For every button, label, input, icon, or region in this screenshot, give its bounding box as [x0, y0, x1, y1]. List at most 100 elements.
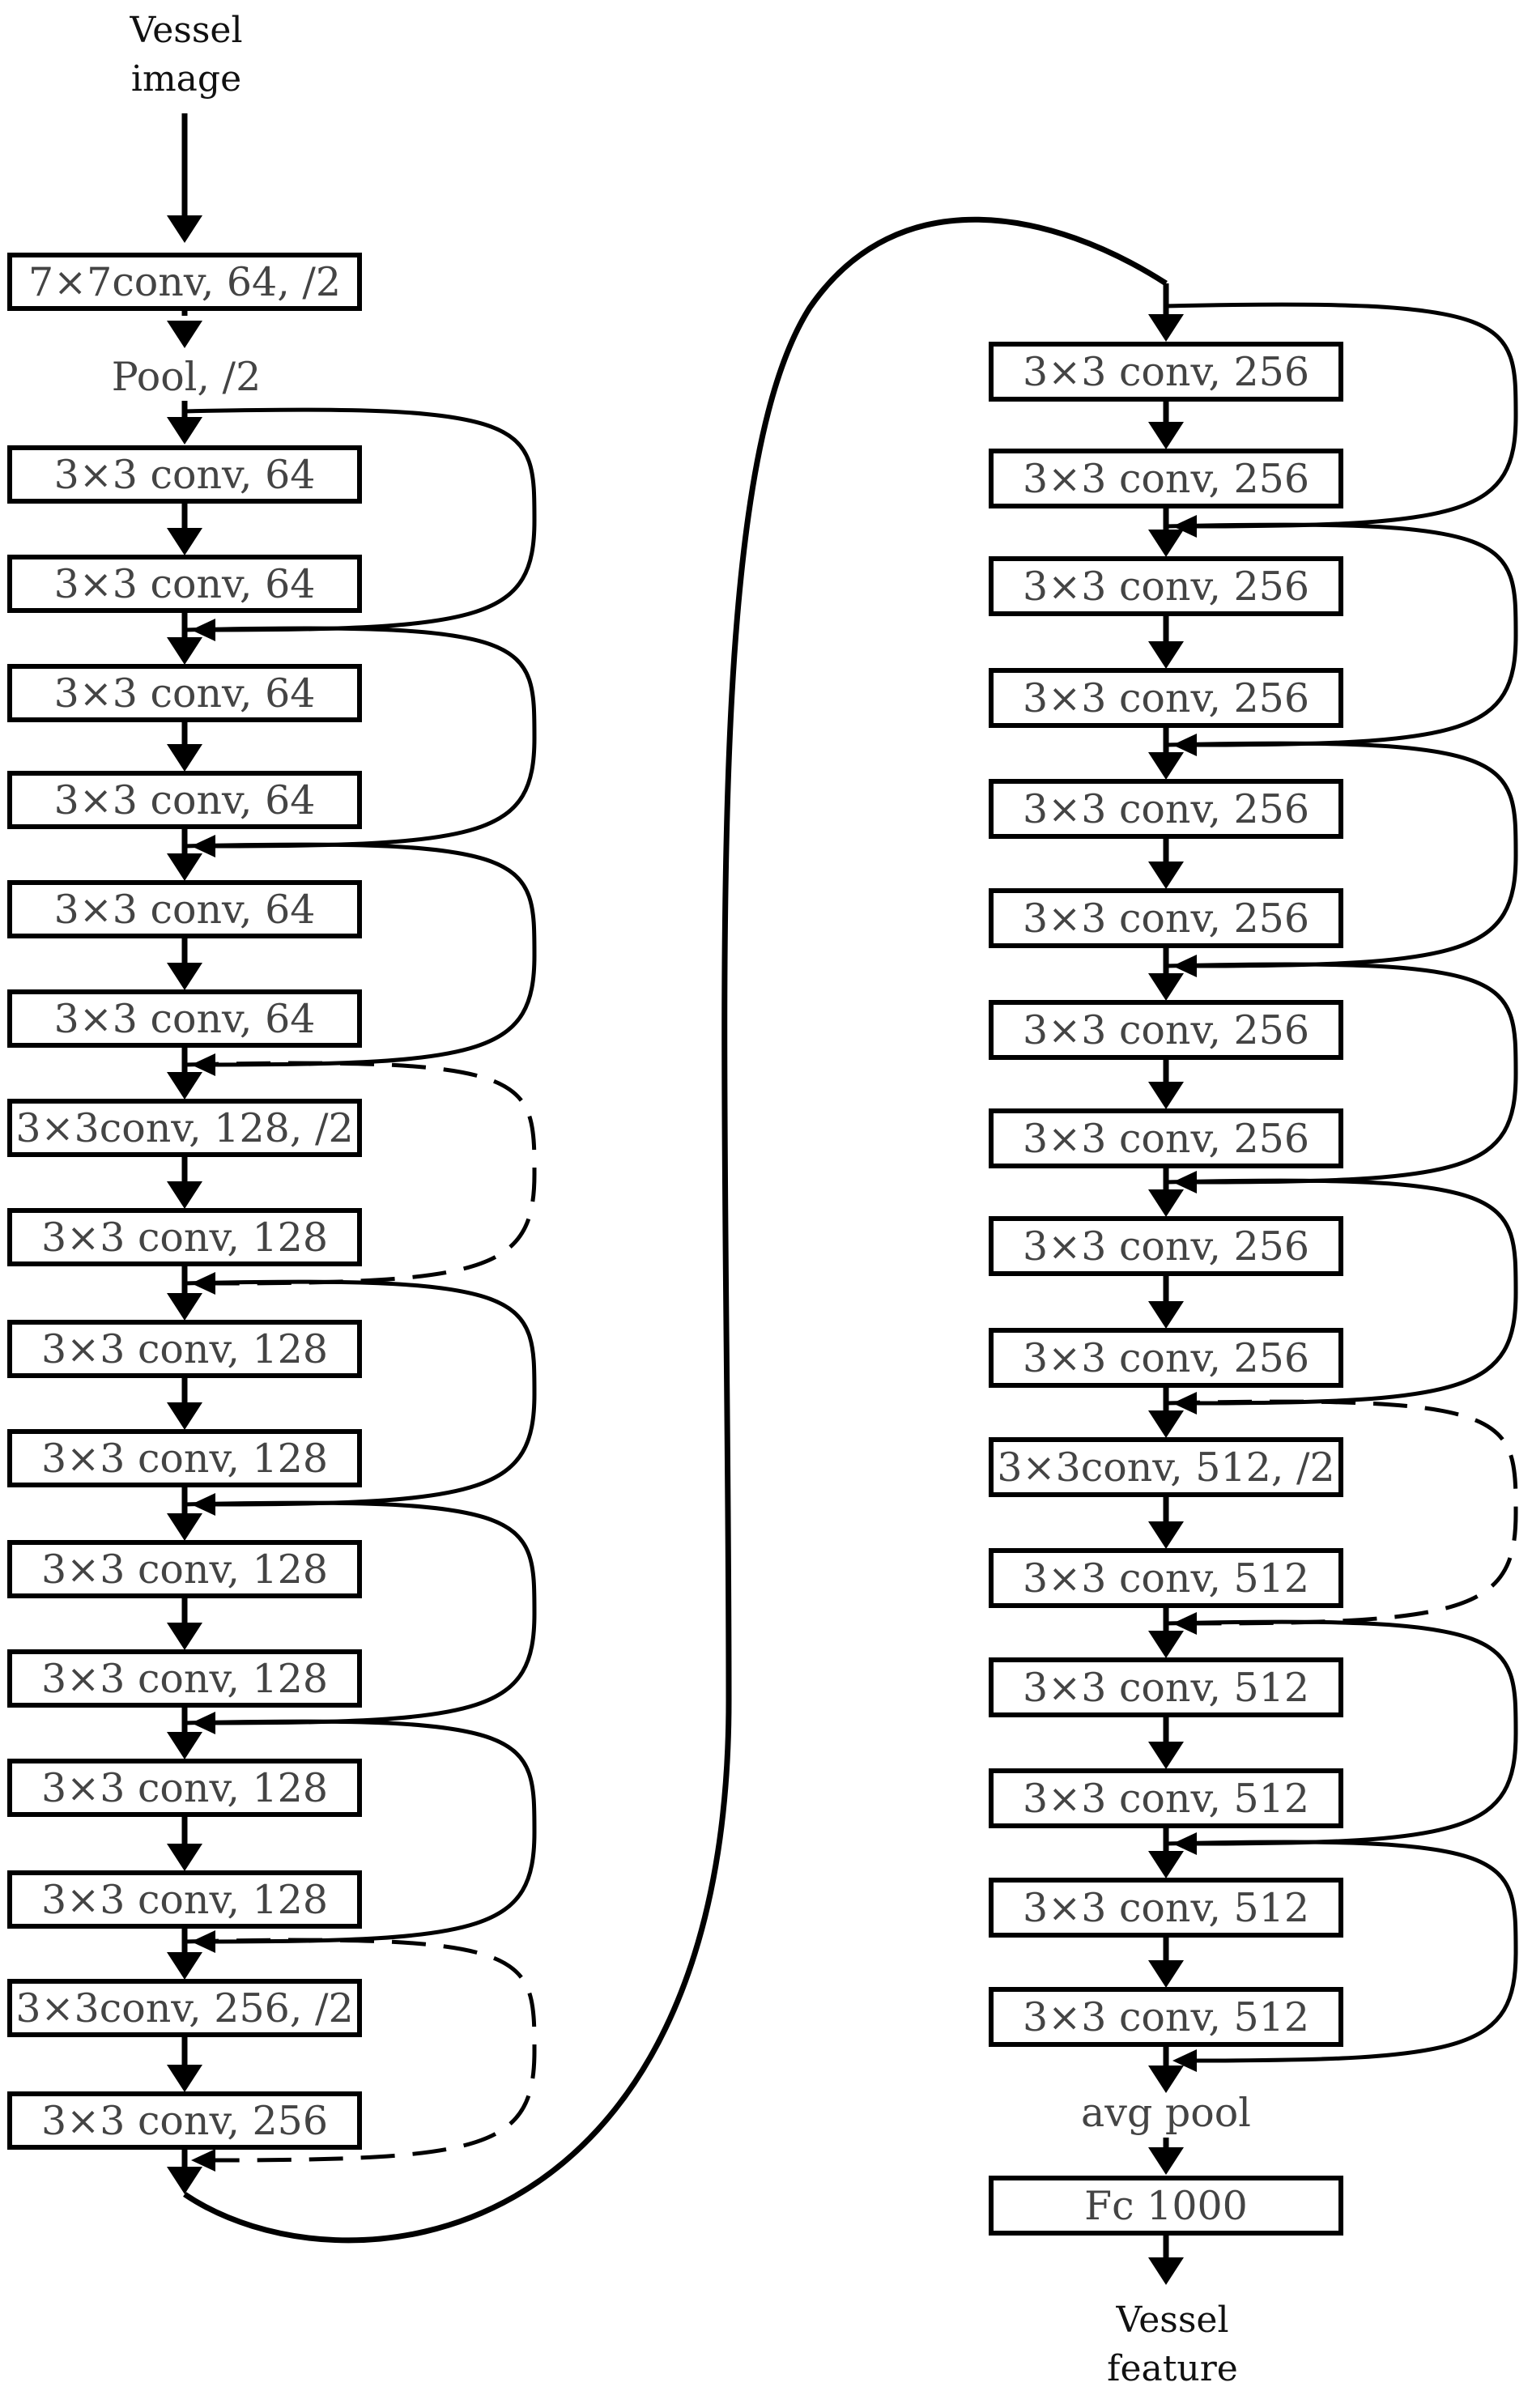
- left-block-2-frame: [7, 445, 362, 504]
- flow-arrowhead-right-6: [1148, 973, 1184, 1001]
- left-block-5: 3×3 conv, 64: [7, 771, 362, 829]
- avg-pool-label: avg pool: [1081, 2090, 1251, 2136]
- left-skip-connection-2: [184, 626, 537, 849]
- right-block-9-frame: [989, 1216, 1343, 1276]
- left-block-15-label: 3×3 conv, 128: [41, 1877, 328, 1923]
- left-block-6-frame: [7, 880, 362, 938]
- output-label-line-2: feature: [1107, 2348, 1238, 2389]
- output-label-line-1: Vessel: [1115, 2300, 1228, 2341]
- left-block-6-label: 3×3 conv, 64: [54, 887, 316, 933]
- right-block-4-frame: [989, 668, 1343, 728]
- right-block-16: 3×3 conv, 512: [989, 1987, 1343, 2047]
- left-block-8: 3×3conv, 128, /2: [7, 1099, 362, 1157]
- right-block-10: 3×3 conv, 256: [989, 1328, 1343, 1388]
- right-block-15-frame: [989, 1878, 1343, 1938]
- right-block-5: 3×3 conv, 256: [989, 779, 1343, 839]
- right-block-12-frame: [989, 1548, 1343, 1608]
- diagram-labels: Vessel image Pool, /2 avg pool Vessel fe…: [112, 10, 1251, 2389]
- left-block-2: 3×3 conv, 64: [7, 445, 362, 504]
- fc-arrowhead-in: [1148, 2147, 1184, 2175]
- right-block-7-frame: [989, 1000, 1343, 1060]
- left-skip-connection-6: [184, 1500, 537, 1725]
- left-block-11-label: 3×3 conv, 128: [41, 1436, 328, 1482]
- flow-arrowhead-right-15: [1148, 1960, 1184, 1988]
- right-block-2-label: 3×3 conv, 256: [1023, 456, 1309, 502]
- flow-arrowhead-left-7: [167, 1072, 202, 1100]
- flow-arrowhead-left-12: [167, 1623, 202, 1650]
- left-block-10: 3×3 conv, 128: [7, 1320, 362, 1378]
- left-block-3-frame: [7, 555, 362, 613]
- left-block-5-frame: [7, 771, 362, 829]
- flow-arrowhead-left-14: [167, 1844, 202, 1871]
- input-label-line-2: image: [131, 58, 241, 100]
- left-block-14: 3×3 conv, 128: [7, 1759, 362, 1817]
- flow-arrowhead-right-3: [1148, 641, 1184, 669]
- pool-arrowhead: [167, 417, 202, 445]
- left-block-13-frame: [7, 1649, 362, 1708]
- right-skip-connection-7: [1165, 1619, 1518, 1846]
- flow-arrowhead-right-7: [1148, 1082, 1184, 1109]
- right-skip-connection-3: [1165, 741, 1518, 968]
- diagram-nodes: 7×7conv, 64, /23×3 conv, 643×3 conv, 643…: [7, 253, 1343, 2236]
- input-label-line-1: Vessel: [129, 10, 242, 51]
- left-block-13-label: 3×3 conv, 128: [41, 1656, 328, 1702]
- flow-arrowhead-left-16: [167, 2065, 202, 2092]
- flow-arrowhead-left-9: [167, 1293, 202, 1321]
- left-block-17-label: 3×3 conv, 256: [41, 2098, 328, 2144]
- right-block-4-label: 3×3 conv, 256: [1023, 675, 1309, 721]
- left-block-9-frame: [7, 1208, 362, 1266]
- right-block-1: 3×3 conv, 256: [989, 342, 1343, 402]
- left-block-4-frame: [7, 664, 362, 722]
- right-block-11-frame: [989, 1437, 1343, 1497]
- flow-arrowhead-left-11: [167, 1513, 202, 1541]
- flow-arrowhead-left-10: [167, 1402, 202, 1430]
- left-block-8-label: 3×3conv, 128, /2: [15, 1105, 353, 1151]
- right-skip-connection-5: [1165, 1178, 1518, 1406]
- right-block-14-frame: [989, 1768, 1343, 1828]
- flow-arrowhead-left-1: [167, 321, 202, 348]
- left-block-16: 3×3conv, 256, /2: [7, 1979, 362, 2037]
- right-block-3-frame: [989, 556, 1343, 616]
- flow-arrowhead-left-2: [167, 528, 202, 555]
- left-block-3: 3×3 conv, 64: [7, 555, 362, 613]
- left-skip-connection-8-arrowhead: [191, 2149, 215, 2172]
- left-block-13: 3×3 conv, 128: [7, 1649, 362, 1708]
- avg-pool-arrowhead-in: [1148, 2066, 1184, 2093]
- left-block-3-label: 3×3 conv, 64: [54, 561, 316, 607]
- flow-arrowhead-left-3: [167, 637, 202, 665]
- flow-arrowhead-left-final: [167, 2167, 202, 2194]
- left-skip-connection-1: [184, 407, 537, 632]
- flow-arrowhead-right-8: [1148, 1189, 1184, 1217]
- left-block-10-label: 3×3 conv, 128: [41, 1326, 328, 1372]
- left-block-8-frame: [7, 1099, 362, 1157]
- left-block-16-label: 3×3conv, 256, /2: [15, 1985, 353, 2031]
- right-block-9-label: 3×3 conv, 256: [1023, 1223, 1309, 1270]
- right-block-10-label: 3×3 conv, 256: [1023, 1335, 1309, 1381]
- right-block-12: 3×3 conv, 512: [989, 1548, 1343, 1608]
- left-block-14-frame: [7, 1759, 362, 1817]
- right-block-11-label: 3×3conv, 512, /2: [997, 1444, 1334, 1491]
- left-block-1-frame: [7, 253, 362, 311]
- flow-arrowhead-right-10: [1148, 1410, 1184, 1438]
- left-block-17-frame: [7, 2091, 362, 2150]
- right-block-16-label: 3×3 conv, 512: [1023, 1994, 1309, 2040]
- right-block-13-label: 3×3 conv, 512: [1023, 1665, 1309, 1711]
- left-block-6: 3×3 conv, 64: [7, 880, 362, 938]
- right-block-4: 3×3 conv, 256: [989, 668, 1343, 728]
- left-block-17: 3×3 conv, 256: [7, 2091, 362, 2150]
- right-block-11: 3×3conv, 512, /2: [989, 1437, 1343, 1497]
- left-block-2-label: 3×3 conv, 64: [54, 452, 316, 498]
- right-block-3-label: 3×3 conv, 256: [1023, 564, 1309, 610]
- right-block-1-label: 3×3 conv, 256: [1023, 349, 1309, 395]
- flow-arrowhead-right-12: [1148, 1631, 1184, 1658]
- left-skip-connection-7: [184, 1719, 537, 1944]
- right-block-3: 3×3 conv, 256: [989, 556, 1343, 616]
- right-block-10-frame: [989, 1328, 1343, 1388]
- right-block-8-frame: [989, 1108, 1343, 1168]
- left-block-15: 3×3 conv, 128: [7, 1870, 362, 1929]
- right-block-17-label: Fc 1000: [1084, 2183, 1248, 2229]
- flow-arrowhead-right-5: [1148, 862, 1184, 889]
- right-block-2-frame: [989, 449, 1343, 508]
- flow-arrowhead-right-1: [1148, 422, 1184, 449]
